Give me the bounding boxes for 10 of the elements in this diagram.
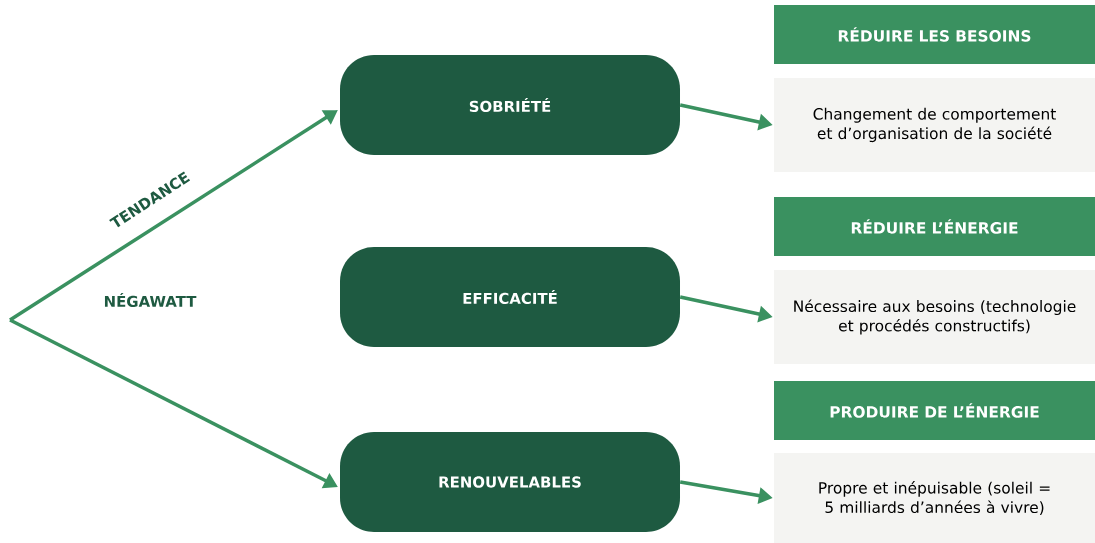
edge-label: NÉGAWATT — [104, 292, 197, 308]
pill-box: EFFICACITÉ — [340, 247, 680, 347]
description-box: Changement de comportement et d’organisation de la société — [774, 78, 1095, 172]
description-box: Propre et inépuisable (soleil = 5 milliards d’années à vivre) — [774, 453, 1095, 543]
pill-box: SOBRIÉTÉ — [340, 55, 680, 155]
header-box: RÉDUIRE LES BESOINS — [774, 5, 1095, 64]
pill-box: RENOUVELABLES — [340, 432, 680, 532]
description-box: Nécessaire aux besoins (technologie et procédés constructifs) — [774, 270, 1095, 364]
header-box: RÉDUIRE L’ÉNERGIE — [774, 197, 1095, 256]
header-box: PRODUIRE DE L’ÉNERGIE — [774, 381, 1095, 440]
